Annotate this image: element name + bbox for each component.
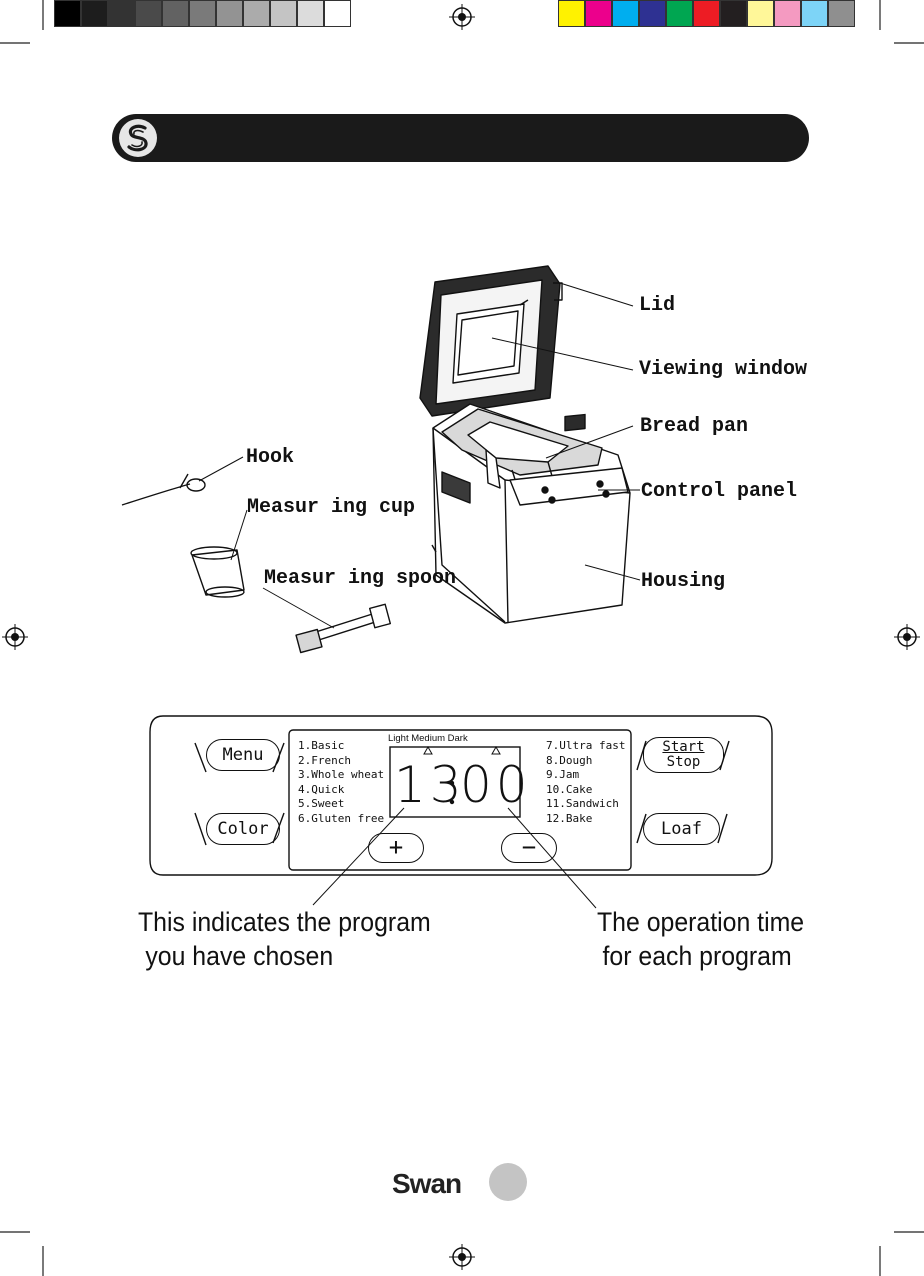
swan-brand-logo: Swan bbox=[392, 1168, 462, 1199]
color-swatch bbox=[720, 0, 747, 27]
stop-label: Stop bbox=[666, 754, 701, 770]
registration-mark-icon bbox=[894, 624, 920, 650]
program-list-right: 7.Ultra fast 8.Dough 9.Jam 10.Cake 11.Sa… bbox=[546, 739, 625, 826]
color-swatch bbox=[828, 0, 855, 27]
label-bread-pan: Bread pan bbox=[640, 415, 749, 438]
registration-mark-icon bbox=[449, 4, 475, 30]
start-stop-button[interactable]: Start Stop bbox=[643, 737, 724, 773]
label-housing: Housing bbox=[641, 570, 726, 593]
color-swatch bbox=[216, 0, 243, 27]
color-swatch-strip bbox=[558, 0, 855, 33]
color-swatch bbox=[612, 0, 639, 27]
color-swatch bbox=[135, 0, 162, 27]
program-item: 7.Ultra fast bbox=[546, 739, 626, 752]
crust-scale-label: Light Medium Dark bbox=[388, 733, 468, 744]
swan-logo-icon bbox=[119, 119, 157, 157]
color-swatch bbox=[54, 0, 81, 27]
color-swatch bbox=[693, 0, 720, 27]
label-hook: Hook bbox=[246, 446, 295, 469]
color-swatch bbox=[243, 0, 270, 27]
color-swatch bbox=[666, 0, 693, 27]
label-control-panel: Control panel bbox=[641, 480, 798, 503]
program-item: 5.Sweet bbox=[298, 797, 345, 810]
color-swatch bbox=[162, 0, 189, 27]
hook-illustration bbox=[121, 473, 206, 506]
caption-time: The operation time for each program bbox=[597, 907, 805, 971]
plus-button[interactable]: + bbox=[368, 833, 424, 863]
registration-mark-icon bbox=[449, 1244, 475, 1270]
color-swatch bbox=[558, 0, 585, 27]
color-swatch bbox=[189, 0, 216, 27]
color-swatch bbox=[774, 0, 801, 27]
color-swatch bbox=[639, 0, 666, 27]
program-item: 10.Cake bbox=[546, 782, 593, 796]
color-swatch bbox=[747, 0, 774, 27]
label-lid: Lid bbox=[639, 294, 676, 317]
loaf-button[interactable]: Loaf bbox=[643, 813, 720, 845]
program-item: 8.Dough bbox=[546, 753, 593, 767]
program-list-left: 1.Basic 2.French 3.Whole wheat 4.Quick 5… bbox=[298, 739, 384, 826]
program-item: 1.Basic bbox=[298, 739, 345, 752]
measuring-cup-illustration bbox=[190, 546, 245, 598]
start-label: Start bbox=[662, 739, 705, 755]
color-button[interactable]: Color bbox=[206, 813, 280, 845]
label-measuring-spoon: Measur ing spoon bbox=[264, 567, 457, 590]
minus-button[interactable]: − bbox=[501, 833, 557, 863]
page-number-badge bbox=[489, 1163, 527, 1201]
color-swatch bbox=[801, 0, 828, 27]
bread-maker-diagram bbox=[121, 265, 641, 654]
measuring-spoon-illustration bbox=[295, 603, 392, 654]
color-swatch bbox=[585, 0, 612, 27]
gray-swatch-strip bbox=[54, 0, 351, 33]
program-item: 4.Quick bbox=[298, 782, 345, 796]
color-swatch bbox=[270, 0, 297, 27]
color-swatch bbox=[108, 0, 135, 27]
color-swatch bbox=[324, 0, 351, 27]
section-header-bar bbox=[112, 114, 809, 162]
label-viewing-window: Viewing window bbox=[639, 358, 808, 381]
lcd-minutes: 00 bbox=[460, 756, 532, 814]
program-item: 2.French bbox=[298, 753, 351, 767]
color-swatch bbox=[297, 0, 324, 27]
lcd-hours: 13 bbox=[394, 756, 466, 814]
program-item: 12.Bake bbox=[546, 811, 593, 825]
label-measuring-cup: Measur ing cup bbox=[247, 496, 416, 519]
caption-program: This indicates the program you have chos… bbox=[138, 907, 431, 971]
program-item: 6.Gluten free bbox=[298, 811, 385, 825]
program-item: 9.Jam bbox=[546, 768, 580, 781]
lid-illustration bbox=[419, 265, 563, 417]
menu-button[interactable]: Menu bbox=[206, 739, 280, 771]
housing-illustration bbox=[431, 403, 631, 624]
program-item: 3.Whole wheat bbox=[298, 768, 385, 781]
registration-mark-icon bbox=[2, 624, 28, 650]
color-swatch bbox=[81, 0, 108, 27]
program-item: 11.Sandwich bbox=[546, 797, 619, 810]
